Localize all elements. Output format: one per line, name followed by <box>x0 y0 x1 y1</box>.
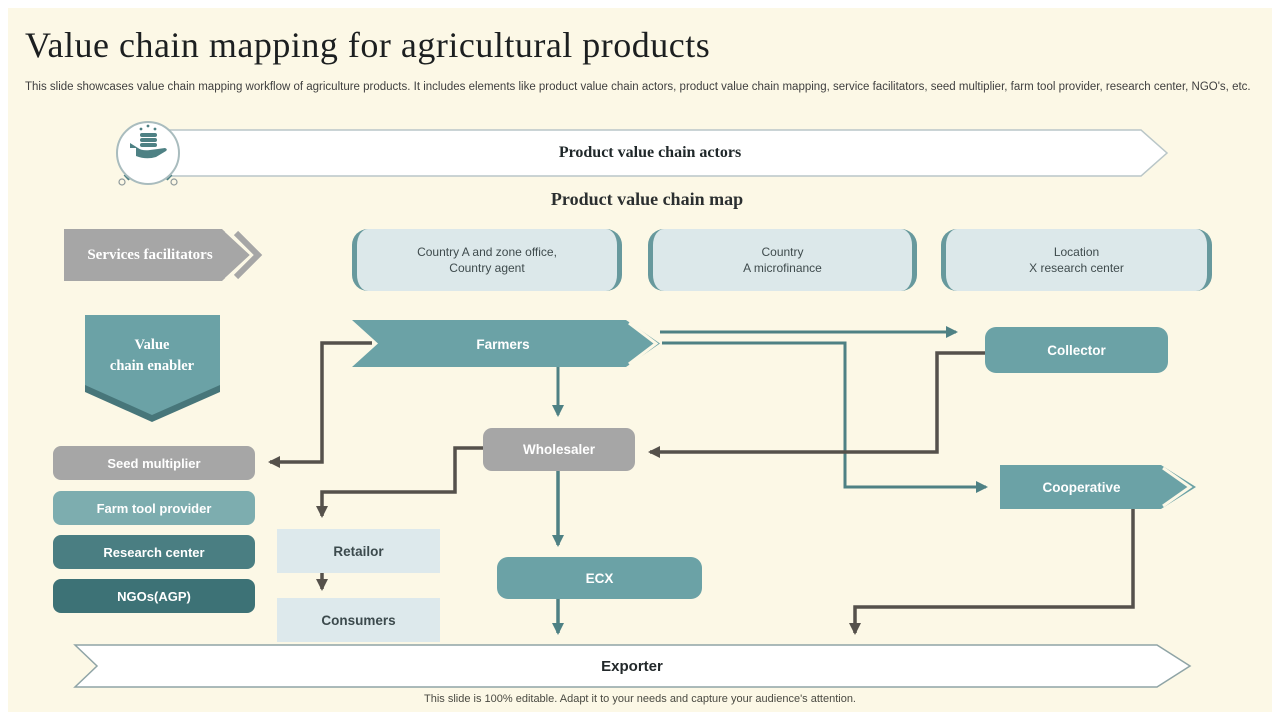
node-ecx: ECX <box>497 557 702 599</box>
slide-title: Value chain mapping for agricultural pro… <box>25 25 711 65</box>
footer-note: This slide is 100% editable. Adapt it to… <box>424 693 856 705</box>
fac-box-line: X research center <box>1029 261 1124 275</box>
node-retailor: Retailor <box>277 529 440 573</box>
hand-coins-icon <box>116 121 180 186</box>
fac-box-line: Location <box>1053 245 1100 259</box>
node-farmers: Farmers <box>476 336 530 352</box>
side-item-research-center: Research center <box>53 535 255 569</box>
side-item-ngos: NGOs(AGP) <box>53 579 255 613</box>
connector-farmers-to-cooperative <box>662 341 988 493</box>
exporter-ribbon <box>73 644 1192 688</box>
services-facilitators-label: Services facilitators <box>87 246 213 263</box>
node-consumers: Consumers <box>277 598 440 642</box>
connector-cooperative-to-exporter <box>849 509 1135 635</box>
node-wholesaler: Wholesaler <box>483 428 635 471</box>
connector-collector-to-wholesaler <box>648 351 985 458</box>
farmers-chevron-gap <box>628 321 659 366</box>
fac-box-line: Country <box>761 245 804 259</box>
node-cooperative: Cooperative <box>1042 479 1121 495</box>
fac-box-line: A microfinance <box>743 261 822 275</box>
cooperative-arrow <box>1000 465 1196 509</box>
services-facilitators-arrow <box>64 229 250 281</box>
farmers-arrow <box>352 320 660 367</box>
connector-wholesaler-to-retailor <box>316 446 483 518</box>
fac-box-line: Country agent <box>449 261 525 275</box>
fac-box-line: Country A and zone office, <box>417 245 557 259</box>
services-facilitators-chevron-gap <box>224 229 255 281</box>
actors-banner-label: Product value chain actors <box>558 144 742 161</box>
facilitator-box-country-office: Country A and zone office, Country agent <box>352 229 622 291</box>
value-chain-enabler-label: Value chain enabler <box>88 334 216 378</box>
slide-description: This slide showcases value chain mapping… <box>25 81 1251 93</box>
cooperative-chevron-gap <box>1162 466 1193 508</box>
side-item-seed-multiplier: Seed multiplier <box>53 446 255 480</box>
node-collector: Collector <box>985 327 1168 373</box>
map-heading: Product value chain map <box>550 189 744 209</box>
services-facilitators-chevron-band <box>233 230 263 280</box>
facilitator-box-microfinance: Country A microfinance <box>648 229 917 291</box>
facilitator-box-research-center: Location X research center <box>941 229 1212 291</box>
enabler-line2: chain enabler <box>109 358 195 374</box>
node-exporter: Exporter <box>601 658 663 675</box>
value-chain-enabler-badge <box>85 315 220 415</box>
connector-farmers-to-seed-multiplier <box>268 341 372 468</box>
enabler-line1: Value <box>134 337 170 353</box>
side-item-farm-tool-provider: Farm tool provider <box>53 491 255 525</box>
